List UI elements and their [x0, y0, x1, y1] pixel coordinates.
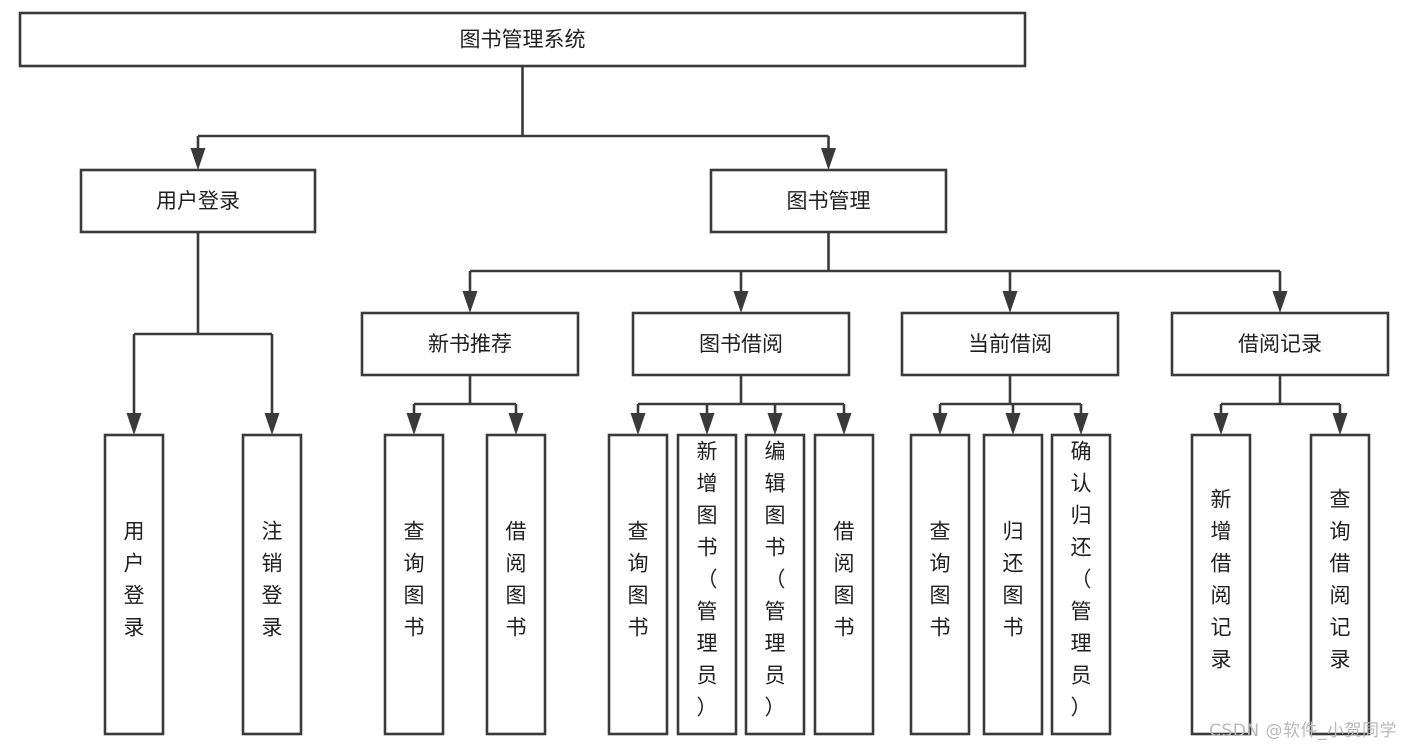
connector-login-bus	[126, 232, 280, 435]
node-current-borrow[interactable]: 当前借阅	[900, 311, 1120, 377]
node-box[interactable]	[631, 311, 851, 377]
node-box[interactable]	[1050, 433, 1112, 736]
node-box[interactable]	[744, 433, 806, 736]
connector-current-bus	[932, 375, 1089, 435]
arrow-head-icon	[836, 413, 852, 435]
node-leaf-borrow-book-2[interactable]: 借阅图书	[813, 433, 875, 736]
node-borrow-record[interactable]: 借阅记录	[1170, 311, 1390, 377]
node-label: 查询图书	[404, 520, 425, 640]
arrow-head-icon	[1272, 291, 1288, 313]
node-box[interactable]	[607, 433, 669, 736]
arrow-head-icon	[767, 413, 783, 435]
node-box[interactable]	[241, 433, 303, 736]
node-new-book-rec[interactable]: 新书推荐	[360, 311, 580, 377]
node-box[interactable]	[1170, 311, 1390, 377]
node-leaf-query-record[interactable]: 查询借阅记录	[1309, 433, 1371, 736]
node-label: 查询借阅记录	[1330, 488, 1351, 672]
node-label: 图书管理	[787, 189, 871, 213]
node-box[interactable]	[813, 433, 875, 736]
arrow-head-icon	[630, 413, 646, 435]
node-label: 编辑图书（管理员）	[765, 440, 786, 720]
node-label: 当前借阅	[968, 332, 1052, 356]
node-label: 用户登录	[156, 189, 240, 213]
node-leaf-confirm-return[interactable]: 确认归还（管理员）	[1050, 433, 1112, 736]
arrow-head-icon	[1002, 291, 1018, 313]
watermark-label: CSDN @软件_小贺同学	[1209, 721, 1397, 741]
node-box[interactable]	[18, 11, 1027, 68]
arrow-head-icon	[1073, 413, 1089, 435]
node-label: 查询图书	[930, 520, 951, 640]
node-label: 图书管理系统	[460, 28, 586, 52]
arrow-head-icon	[462, 291, 478, 313]
connector-borrow-bus	[630, 375, 852, 435]
node-leaf-add-record[interactable]: 新增借阅记录	[1190, 433, 1252, 736]
arrow-head-icon	[508, 413, 524, 435]
node-leaf-query-book-1[interactable]: 查询图书	[383, 433, 445, 736]
arrow-head-icon	[932, 413, 948, 435]
node-leaf-add-book[interactable]: 新增图书（管理员）	[676, 433, 738, 736]
node-label: 注销登录	[262, 520, 283, 640]
node-user-login[interactable]: 用户登录	[79, 168, 317, 234]
node-box[interactable]	[1309, 433, 1371, 736]
connector-manage-bus	[462, 232, 1288, 313]
node-root[interactable]: 图书管理系统	[18, 11, 1027, 68]
node-book-borrow[interactable]: 图书借阅	[631, 311, 851, 377]
node-box[interactable]	[909, 433, 971, 736]
connector-record-bus	[1213, 375, 1348, 435]
node-label: 新书推荐	[428, 332, 512, 356]
arrow-head-icon	[699, 413, 715, 435]
node-box[interactable]	[485, 433, 547, 736]
node-label: 归还图书	[1003, 520, 1024, 640]
node-label: 借阅记录	[1238, 332, 1322, 356]
arrow-head-icon	[406, 413, 422, 435]
node-box[interactable]	[982, 433, 1044, 736]
arrow-head-icon	[733, 291, 749, 313]
node-leaf-edit-book[interactable]: 编辑图书（管理员）	[744, 433, 806, 736]
node-box[interactable]	[360, 311, 580, 377]
node-leaf-user-login[interactable]: 用户登录	[103, 433, 165, 736]
node-box[interactable]	[383, 433, 445, 736]
node-label: 确认归还（管理员）	[1071, 440, 1092, 720]
node-box[interactable]	[1190, 433, 1252, 736]
node-leaf-return-book[interactable]: 归还图书	[982, 433, 1044, 736]
node-label: 新增图书（管理员）	[697, 440, 718, 720]
node-label: 用户登录	[124, 520, 145, 640]
node-leaf-query-book-2[interactable]: 查询图书	[607, 433, 669, 736]
connector-layer	[126, 66, 1348, 435]
arrow-head-icon	[1005, 413, 1021, 435]
arrow-head-icon	[264, 413, 280, 435]
node-leaf-borrow-book-1[interactable]: 借阅图书	[485, 433, 547, 736]
arrow-head-icon	[1332, 413, 1348, 435]
node-label: 图书借阅	[699, 332, 783, 356]
node-box[interactable]	[676, 433, 738, 736]
node-layer: 图书管理系统用户登录图书管理新书推荐图书借阅当前借阅借阅记录用户登录注销登录查询…	[18, 11, 1390, 736]
node-box[interactable]	[709, 168, 948, 234]
node-label: 新增借阅记录	[1211, 488, 1232, 672]
node-label: 借阅图书	[506, 520, 527, 640]
node-leaf-query-book-3[interactable]: 查询图书	[909, 433, 971, 736]
arrow-head-icon	[190, 148, 206, 170]
arrow-head-icon	[126, 413, 142, 435]
node-box[interactable]	[900, 311, 1120, 377]
node-label: 借阅图书	[834, 520, 855, 640]
node-label: 查询图书	[628, 520, 649, 640]
connector-newbook-bus	[406, 375, 524, 435]
node-book-manage[interactable]: 图书管理	[709, 168, 948, 234]
arrow-head-icon	[821, 148, 836, 170]
node-box[interactable]	[103, 433, 165, 736]
arrow-head-icon	[1213, 413, 1229, 435]
node-box[interactable]	[79, 168, 317, 234]
node-leaf-logout[interactable]: 注销登录	[241, 433, 303, 736]
connector-root-bus	[190, 66, 836, 170]
